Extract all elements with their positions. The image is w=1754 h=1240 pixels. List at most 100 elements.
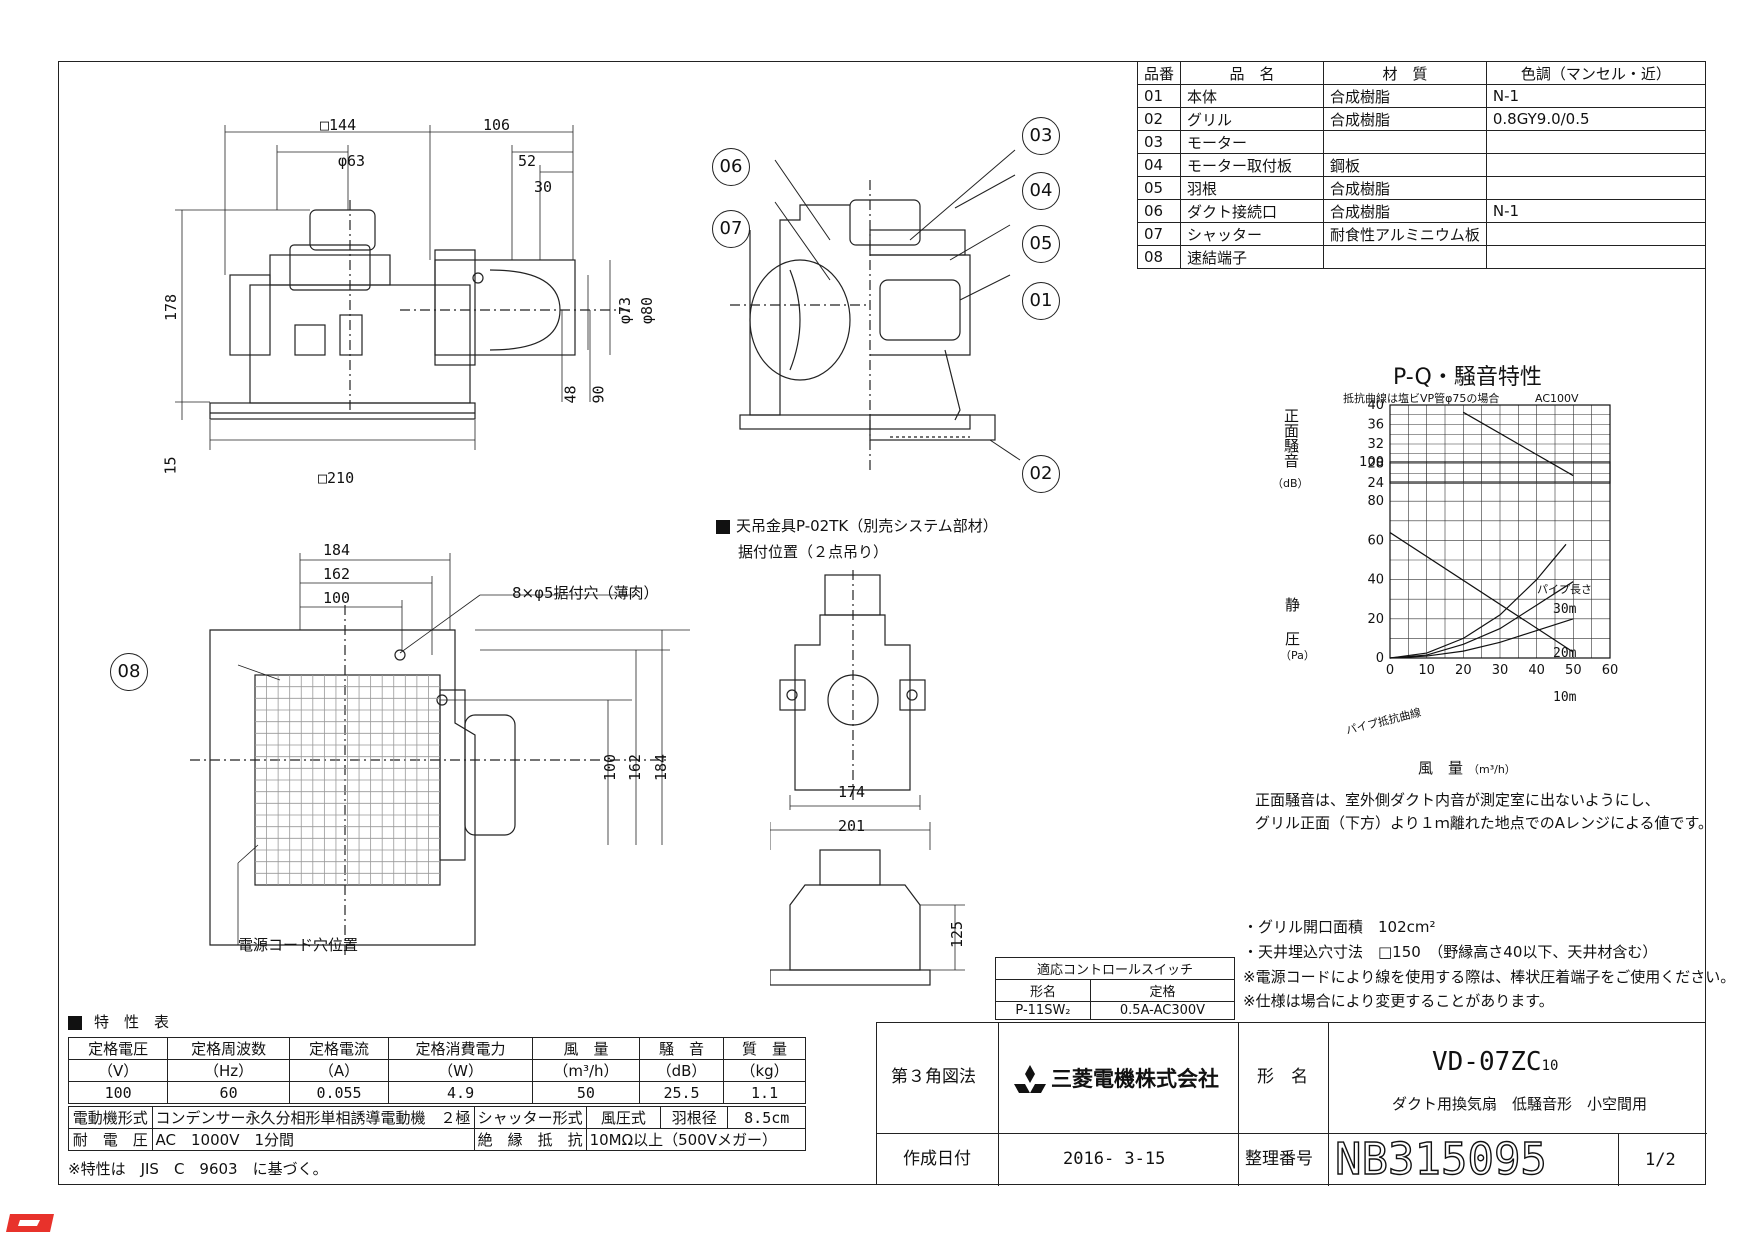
- title-block: 第３角図法 三菱電機株式会社 形 名 VD-07ZC10 ダクト用換気扇 低騒音…: [876, 1022, 1707, 1186]
- sp-ylabel-2: 圧: [1285, 630, 1301, 648]
- number-cell: NB315095: [1329, 1134, 1619, 1186]
- switch-header-rating: 定格: [1089, 979, 1236, 1002]
- chart-note-2: グリル正面（下方）より１ｍ離れた地点でのAレンジによる値です。: [1255, 814, 1714, 832]
- part-no: 08: [1136, 245, 1182, 269]
- noise-tick-label: 40: [1367, 400, 1384, 413]
- projection-label: 第３角図法: [891, 1067, 976, 1087]
- sp-tick-label: 0: [1376, 651, 1384, 666]
- sp-tick-label: 60: [1367, 533, 1384, 548]
- bottom-view-drawing: [190, 553, 690, 955]
- part-no: 03: [1136, 130, 1182, 154]
- pipe-resistance-line-30m: [1389, 543, 1567, 659]
- model-cell: VD-07ZC10 ダクト用換気扇 低騒音形 小空間用: [1329, 1023, 1707, 1133]
- company-cell: 三菱電機株式会社: [999, 1023, 1239, 1133]
- spec-header: 定格電流: [288, 1037, 390, 1060]
- hanger-drawing: [770, 570, 965, 986]
- part-no: 05: [1136, 176, 1182, 200]
- spec-header: 質 量: [723, 1037, 806, 1060]
- chart-xunit: （m³/h）: [1468, 763, 1516, 776]
- callout-08: 08: [110, 653, 148, 691]
- sp-ylabel-1: 静: [1285, 596, 1301, 614]
- spec-change-note: ※仕様は場合により変更することがあります。: [1243, 992, 1554, 1010]
- insulation-value: 10MΩ以上（500Vメガー）: [585, 1128, 807, 1151]
- curve-label-10m: 10m: [1553, 690, 1577, 705]
- pipe-length-label: パイプ長さ: [1537, 583, 1592, 596]
- insulation-label: 絶 縁 抵 抗: [473, 1128, 587, 1151]
- dim-15: 15: [161, 456, 180, 475]
- sp-tick-label: 100: [1359, 455, 1384, 470]
- sp-tick-label: 40: [1367, 573, 1384, 588]
- dim-162-v: 162: [626, 753, 645, 782]
- part-color: [1485, 153, 1707, 177]
- projection-cell: 第３角図法: [877, 1023, 999, 1133]
- noise-series-line: [1463, 411, 1574, 477]
- voltage-label: AC100V: [1535, 392, 1579, 405]
- hanger-title: 天吊金具P-02TK（別売システム部材）: [736, 517, 998, 535]
- callout-label: 05: [1029, 233, 1053, 254]
- part-color: [1485, 222, 1707, 246]
- curve-label-30m: 30m: [1553, 602, 1577, 617]
- power-cord-hole-label: 電源コード穴位置: [238, 936, 359, 954]
- number-label-cell: 整理番号: [1239, 1134, 1329, 1186]
- part-color: N-1: [1485, 199, 1707, 223]
- dim-162-h: 162: [323, 565, 351, 583]
- front-view-drawing: [175, 125, 630, 450]
- drawing-frame: [58, 61, 1706, 1185]
- x-tick-label: 50: [1565, 663, 1582, 678]
- date-value: 2016- 3-15: [1063, 1149, 1166, 1169]
- part-material: 合成樹脂: [1323, 199, 1487, 223]
- part-material: 耐食性アルミニウム板: [1323, 222, 1487, 246]
- part-no: 02: [1136, 107, 1182, 131]
- spec-unit: （kg）: [723, 1059, 806, 1082]
- part-color: 0.8GY9.0/0.5: [1485, 107, 1707, 131]
- model-label-cell: 形 名: [1239, 1023, 1329, 1133]
- dim-125: 125: [948, 920, 967, 949]
- grill-area-note: ・グリル開口面積 102cm²: [1243, 918, 1436, 936]
- sp-plot-frame: [1389, 461, 1611, 659]
- spec-value: 100: [67, 1081, 169, 1104]
- drawing-number: NB315095: [1334, 1134, 1547, 1185]
- callout-label: 03: [1029, 125, 1053, 146]
- spec-unit: （m³/h）: [531, 1059, 640, 1082]
- spec-unit: （W）: [388, 1059, 533, 1082]
- spec-value: 60: [167, 1081, 290, 1104]
- part-material: 鋼板: [1323, 153, 1487, 177]
- part-material: 合成樹脂: [1323, 176, 1487, 200]
- spec-header: 風 量: [531, 1037, 640, 1060]
- callout-03: 03: [1022, 117, 1060, 155]
- duct-outline: [434, 259, 576, 356]
- hanger-subtitle: 据付位置（２点吊り）: [738, 543, 889, 561]
- x-tick-label: 0: [1386, 663, 1394, 678]
- sp-tick-label: 80: [1367, 494, 1384, 509]
- sp-tick-label: 20: [1367, 612, 1384, 627]
- callout-06: 06: [712, 148, 750, 186]
- switch-title: 適応コントロールスイッチ: [995, 957, 1235, 980]
- number-label: 整理番号: [1245, 1149, 1313, 1169]
- ceiling-hole-note: ・天井埋込穴寸法 □150 （野縁高さ40以下、天井材含む）: [1243, 943, 1658, 961]
- dim-201: 201: [838, 817, 866, 835]
- model-sub: 10: [1541, 1058, 1559, 1074]
- noise-unit: （dB）: [1272, 477, 1309, 490]
- dim-phi80: φ80: [638, 296, 657, 325]
- blade-value: 8.5cm: [727, 1106, 806, 1129]
- noise-tick-label: 32: [1367, 437, 1384, 452]
- corner-logo-icon: [6, 1214, 54, 1232]
- part-material: [1323, 245, 1487, 269]
- model-description: ダクト用換気扇 低騒音形 小空間用: [1392, 1095, 1648, 1113]
- spec-value: 4.9: [388, 1081, 533, 1104]
- spec-value: 0.055: [288, 1081, 390, 1104]
- part-name: モーター取付板: [1180, 153, 1325, 177]
- dim-184-v: 184: [652, 753, 671, 782]
- part-no: 07: [1136, 222, 1182, 246]
- part-color: [1485, 130, 1707, 154]
- callout-label: 01: [1029, 290, 1053, 311]
- model-label: 形 名: [1257, 1067, 1308, 1087]
- x-tick-label: 30: [1492, 663, 1509, 678]
- part-name: 本体: [1180, 84, 1325, 108]
- section-view-drawing: [730, 149, 1021, 470]
